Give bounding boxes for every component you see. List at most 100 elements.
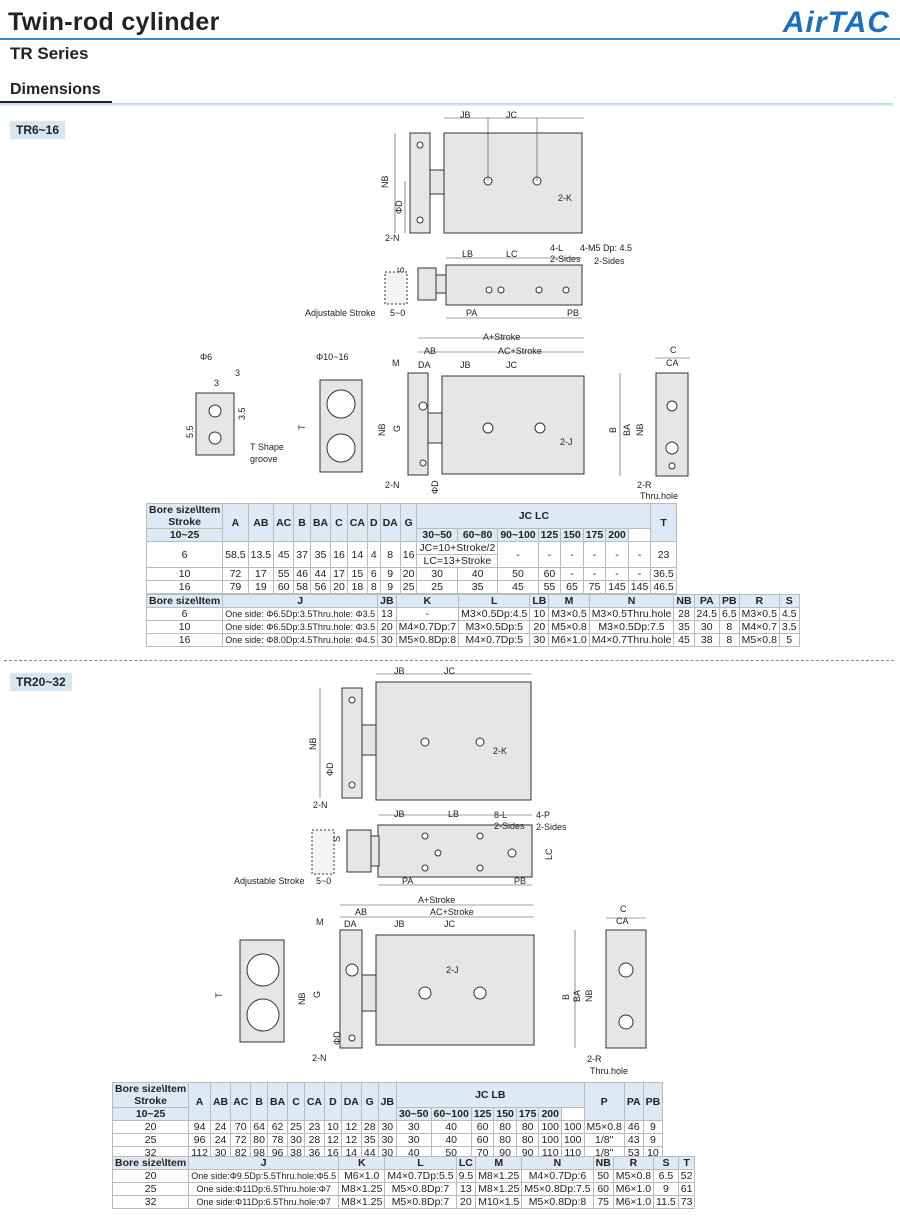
dim-ac-stroke: AC+Stroke	[498, 346, 542, 356]
label-2k-2: 2-K	[493, 746, 507, 756]
series-tag-tr20-32: TR20~32	[10, 673, 72, 691]
table-cell: M4×0.7Dp:5	[458, 633, 531, 647]
th-ac: AC	[273, 503, 295, 542]
series-name: TR Series	[10, 44, 89, 63]
table-cell: 94	[188, 1120, 211, 1134]
table-cell: 78	[266, 1133, 289, 1147]
dim-lc: LC	[506, 249, 518, 259]
table-cell: 73	[677, 1195, 696, 1209]
table-cell: 8	[718, 633, 740, 647]
dim-ab-2: AB	[355, 907, 367, 917]
table-cell: M3×0.5Dp:5	[458, 620, 531, 634]
table-cell: M4×0.7Dp:7	[395, 620, 460, 634]
table-cell: 50	[592, 1169, 614, 1183]
table-cell: 13	[455, 1182, 477, 1196]
table-cell: 52	[677, 1169, 696, 1183]
table-header-cell: PB	[718, 594, 740, 608]
table-cell: 6	[366, 567, 381, 581]
table-cell: 43	[623, 1133, 644, 1147]
table-header-cell: J	[188, 1156, 340, 1170]
label-4p: 4-P	[536, 810, 550, 820]
table-cell: M5×0.8	[548, 620, 590, 634]
table-cell: 70	[230, 1120, 252, 1134]
table-cell: 46.5	[650, 580, 677, 594]
th-sub: 30~50	[416, 528, 458, 542]
table-header-cell: M	[548, 594, 590, 608]
label-2j-2: 2-J	[446, 965, 459, 975]
table-cell: 58	[293, 580, 311, 594]
dim-3-5: 3.5	[237, 407, 247, 420]
table-cell: M8×1.25	[338, 1182, 386, 1196]
dim-nb-4: NB	[308, 737, 318, 750]
dim-jb-4: JB	[394, 809, 405, 819]
table-header-cell: K	[395, 594, 460, 608]
dim-m-2: M	[316, 917, 324, 927]
table-header-cell: L	[384, 1156, 457, 1170]
table-cell: 20	[330, 580, 348, 594]
table-cell: M5×0.8Dp:7	[384, 1182, 457, 1196]
th-ab: AB	[247, 503, 275, 542]
table-header-cell: R	[738, 594, 780, 608]
dim-nb-3: NB	[635, 423, 645, 436]
table-cell: M6×1.0	[612, 1195, 655, 1209]
th-b: B	[293, 503, 311, 542]
table-cell: 10	[324, 1120, 342, 1134]
table-cell: 30	[377, 633, 397, 647]
dim-lb-2: LB	[448, 809, 459, 819]
table-cell: 23	[303, 1120, 326, 1134]
table-cell: 9	[642, 1133, 664, 1147]
th-jc-lc: JC LC	[416, 503, 652, 529]
table-cell: M5×0.8Dp:7	[384, 1195, 457, 1209]
dim-lc-2: LC	[544, 848, 554, 860]
table-cell: 55	[537, 580, 562, 594]
dim-jb-5: JB	[394, 919, 405, 929]
table-cell: 45	[673, 633, 695, 647]
table-header-cell: K	[338, 1156, 386, 1170]
dim-stroke: 5~0	[390, 308, 405, 318]
table-cell: 55	[273, 567, 295, 581]
label-adjustable-stroke-2: Adjustable Stroke	[234, 876, 305, 886]
table-cell: M5×0.8	[583, 1120, 625, 1134]
th-sub: 175	[582, 528, 607, 542]
section-title: Dimensions	[10, 81, 101, 98]
table-cell: 75	[592, 1195, 614, 1209]
table-cell: 10	[529, 607, 550, 621]
table-cell: 35	[360, 1133, 379, 1147]
section-rule	[0, 103, 893, 106]
table-cell: 20	[111, 1120, 190, 1134]
table-cell: 13	[377, 607, 397, 621]
dim-ab: AB	[424, 346, 436, 356]
table-cell: One side:Φ11Dp:6.5Thru.hole:Φ7	[188, 1195, 340, 1209]
table-cell: 75	[582, 580, 607, 594]
table-cell: M10×1.5	[475, 1195, 523, 1209]
table-header-cell: S	[653, 1156, 679, 1170]
table-cell: 145	[627, 580, 652, 594]
table-cell: 60	[273, 580, 295, 594]
table-cell: 50	[497, 567, 539, 581]
table-cell: 35	[673, 620, 695, 634]
table-cell: 12	[340, 1120, 362, 1134]
table-cell: M3×0.5	[548, 607, 590, 621]
section-underline	[0, 101, 112, 103]
header-rule	[0, 38, 900, 40]
table-cell: 44	[309, 567, 332, 581]
table-cell: 4.5	[778, 607, 800, 621]
table-header-cell: JB	[377, 594, 397, 608]
label-thru-hole-2: Thru.hole	[590, 1066, 628, 1076]
table-cell: 145	[605, 580, 629, 594]
th-sub: 10~25	[145, 528, 224, 542]
drawing-tr20-32: JB JC NB ΦD 2-N 2-K S JB LB 8-L 2-Sides …	[214, 666, 647, 1076]
table-cell: 20	[377, 620, 397, 634]
table-cell: 15	[346, 567, 368, 581]
table-header-cell: S	[778, 594, 800, 608]
table-cell: 62	[266, 1120, 289, 1134]
dim-3a: 3	[214, 378, 219, 388]
dim-ac-stroke-2: AC+Stroke	[430, 907, 474, 917]
dim-pa-2: PA	[402, 876, 413, 886]
table-cell: 72	[222, 567, 249, 581]
dim-b-2: B	[561, 994, 571, 1000]
dim-da: DA	[418, 360, 431, 370]
